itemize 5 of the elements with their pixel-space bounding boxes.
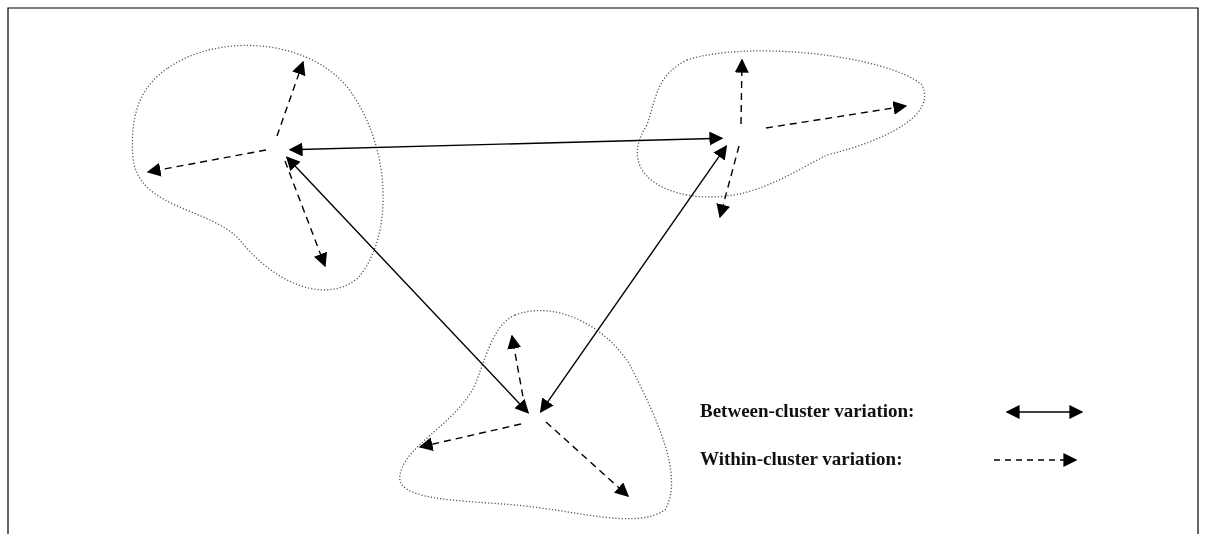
double-arrow [285, 156, 530, 414]
double-arrow [539, 145, 728, 413]
legend-label: Between-cluster variation: [700, 400, 915, 422]
legend-label: Within-cluster variation: [700, 448, 903, 470]
double-arrow [288, 131, 724, 157]
